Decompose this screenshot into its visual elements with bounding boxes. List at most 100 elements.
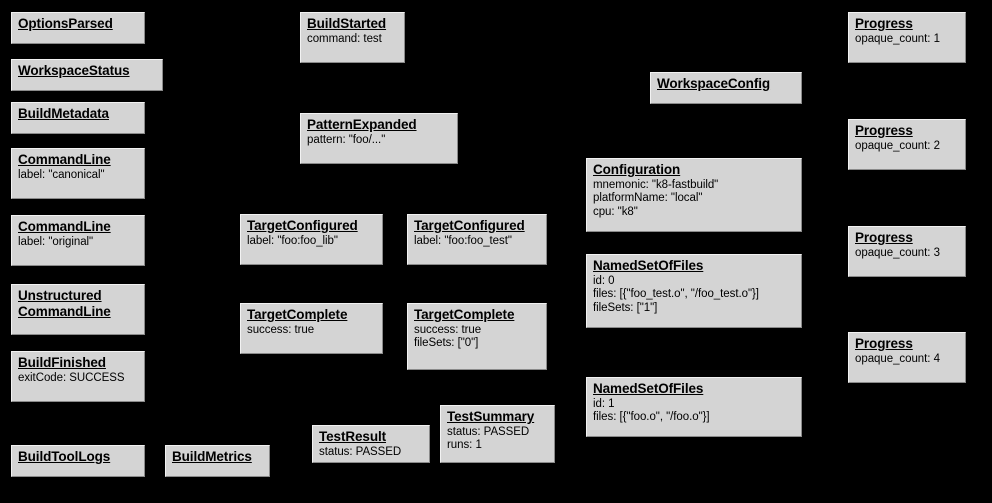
node-workspace-status[interactable]: WorkspaceStatus [11,59,163,91]
node-target-configured-foo-lib[interactable]: TargetConfigured label: "foo:foo_lib" [240,214,383,265]
node-title: TargetComplete [247,307,376,323]
node-attribute: files: [{"foo_test.o", "/foo_test.o"}] [593,288,759,301]
node-title: Progress [855,336,959,352]
node-attribute: status: PASSED [447,425,530,438]
node-title-line: Unstructured [18,288,102,303]
node-title-line: TestSummary [447,409,535,424]
node-attribute: files: [{"foo.o", "/foo.o"}] [593,411,710,424]
node-attributes: label: "canonical" [18,169,138,183]
node-title-line: TargetComplete [414,307,515,322]
node-attributes: opaque_count: 1 [855,33,959,47]
node-title: BuildFinished [18,355,138,371]
node-title: NamedSetOfFiles [593,258,795,274]
node-title-line: BuildToolLogs [18,449,111,464]
node-title-line: TargetComplete [247,307,348,322]
node-title: CommandLine [18,219,138,235]
node-attributes: label: "foo:foo_test" [414,235,540,249]
node-attributes: command: test [307,33,398,47]
node-title: TestSummary [447,409,548,425]
node-attributes: mnemonic: "k8-fastbuild"platformName: "l… [593,179,795,220]
node-title: Progress [855,230,959,246]
node-attribute: opaque_count: 3 [855,246,940,259]
node-title: Progress [855,123,959,139]
node-progress-4[interactable]: Progress opaque_count: 4 [848,332,966,383]
node-title-line: OptionsParsed [18,16,113,31]
node-attribute: platformName: "local" [593,192,703,205]
node-attributes: pattern: "foo/..." [307,134,451,148]
node-title: BuildMetrics [172,449,263,465]
node-command-line-original[interactable]: CommandLine label: "original" [11,215,145,266]
node-attributes: label: "foo:foo_lib" [247,235,376,249]
node-title-line: WorkspaceConfig [657,76,771,91]
node-attributes: opaque_count: 3 [855,247,959,261]
node-title-line: CommandLine [18,152,111,167]
node-title-line: WorkspaceStatus [18,63,130,78]
node-workspace-config[interactable]: WorkspaceConfig [650,72,802,104]
node-attribute: runs: 1 [447,439,482,452]
node-title-line: NamedSetOfFiles [593,258,704,273]
node-title-line: CommandLine [18,219,111,234]
node-attributes: opaque_count: 4 [855,353,959,367]
node-title: Configuration [593,162,795,178]
node-attribute: opaque_count: 2 [855,139,940,152]
node-attributes: exitCode: SUCCESS [18,372,138,386]
node-attribute: label: "canonical" [18,168,105,181]
node-attributes: status: PASSED [319,446,423,460]
node-title: WorkspaceConfig [657,76,795,92]
node-title: TestResult [319,429,423,445]
node-attribute: success: true [414,323,482,336]
node-title-line: BuildStarted [307,16,387,31]
node-title-line: TargetConfigured [247,218,358,233]
node-attribute: success: true [247,323,315,336]
node-attribute: pattern: "foo/..." [307,133,386,146]
node-attribute: id: 0 [593,274,615,287]
node-attribute: opaque_count: 1 [855,32,940,45]
node-attribute: command: test [307,32,382,45]
node-title-line: Progress [855,230,913,245]
node-title-line: Configuration [593,162,681,177]
node-title: BuildStarted [307,16,398,32]
node-title: CommandLine [18,152,138,168]
node-attribute: mnemonic: "k8-fastbuild" [593,178,719,191]
node-title-line: NamedSetOfFiles [593,381,704,396]
node-title-line: TargetConfigured [414,218,525,233]
node-title: BuildMetadata [18,106,138,122]
node-build-metadata[interactable]: BuildMetadata [11,102,145,134]
node-attributes: label: "original" [18,236,138,250]
node-build-metrics[interactable]: BuildMetrics [165,445,270,477]
node-attribute: status: PASSED [319,445,402,458]
node-attribute: exitCode: SUCCESS [18,371,125,384]
node-attribute: label: "foo:foo_test" [414,234,512,247]
node-attribute: cpu: "k8" [593,206,638,219]
node-build-tool-logs[interactable]: BuildToolLogs [11,445,145,477]
node-title-line: BuildMetadata [18,106,109,121]
node-options-parsed[interactable]: OptionsParsed [11,12,145,44]
node-title-line: Progress [855,336,913,351]
node-title: PatternExpanded [307,117,451,133]
node-title: TargetConfigured [414,218,540,234]
node-title-line: BuildFinished [18,355,106,370]
node-title-line: TestResult [319,429,387,444]
